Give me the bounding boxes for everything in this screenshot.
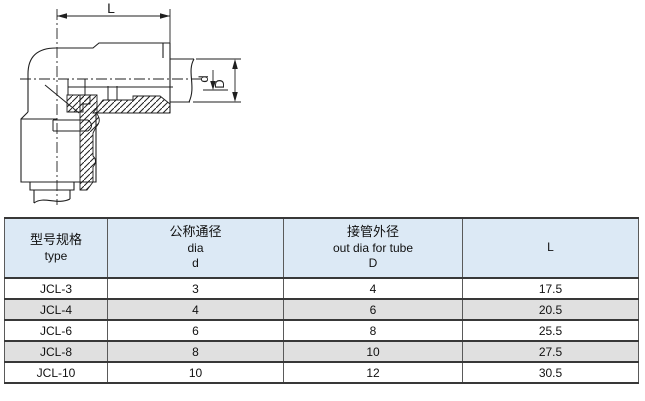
section-hatch <box>66 94 171 191</box>
cell-tube-outer-dia: 10 <box>283 340 463 363</box>
table-row: JCL-3 3 4 17.5 <box>4 277 639 300</box>
cell-nominal-dia: 8 <box>107 340 284 363</box>
cell-length: 30.5 <box>462 361 639 384</box>
header-tube-outer-dia: 接管外径 out dia for tube D <box>283 217 463 279</box>
header-length-sym: L <box>547 240 554 255</box>
cell-model: JCL-4 <box>4 298 108 321</box>
cell-tube-outer-dia: 4 <box>283 277 463 300</box>
header-row: 型号规格 type 公称通径 dia d 接管外径 out dia for tu… <box>4 217 639 279</box>
table-row: JCL-10 10 12 30.5 <box>4 361 639 384</box>
cell-length: 27.5 <box>462 340 639 363</box>
table-row: JCL-8 8 10 27.5 <box>4 340 639 363</box>
cell-model: JCL-8 <box>4 340 108 363</box>
cell-model: JCL-3 <box>4 277 108 300</box>
cell-nominal-dia: 3 <box>107 277 284 300</box>
header-nominal-dia: 公称通径 dia d <box>107 217 284 279</box>
technical-drawing: L d D <box>20 0 241 205</box>
arrowhead-down <box>232 92 238 102</box>
header-nominal-dia-sym: d <box>192 256 199 271</box>
header-length: L <box>462 217 639 279</box>
arrowhead-right <box>160 13 170 19</box>
cell-nominal-dia: 4 <box>107 298 284 321</box>
dim-label-length: L <box>107 0 115 16</box>
header-nominal-dia-en: dia <box>187 240 204 255</box>
table-row: JCL-6 6 8 25.5 <box>4 319 639 342</box>
bottom-tube <box>29 182 75 204</box>
right-tube <box>170 58 195 103</box>
header-tube-outer-dia-zh: 接管外径 <box>346 223 399 239</box>
arrowhead-up <box>232 59 238 69</box>
header-type-en: type <box>44 248 68 263</box>
cell-nominal-dia: 6 <box>107 319 284 342</box>
dimension-L <box>57 9 171 45</box>
table-row: JCL-4 4 6 20.5 <box>4 298 639 321</box>
cell-length: 17.5 <box>462 277 639 300</box>
cell-model: JCL-10 <box>4 361 108 384</box>
header-tube-outer-dia-en: out dia for tube <box>332 240 414 255</box>
cell-nominal-dia: 10 <box>107 361 284 384</box>
cell-tube-outer-dia: 6 <box>283 298 463 321</box>
arrowhead-left <box>57 13 67 19</box>
cell-model: JCL-6 <box>4 319 108 342</box>
dim-label-outer-dia: D <box>212 79 227 88</box>
header-type-zh: 型号规格 <box>29 231 82 247</box>
header-tube-outer-dia-sym: D <box>368 256 378 271</box>
header-nominal-dia-zh: 公称通径 <box>169 223 222 239</box>
cell-length: 20.5 <box>462 298 639 321</box>
cell-tube-outer-dia: 12 <box>283 361 463 384</box>
spec-table: 型号规格 type 公称通径 dia d 接管外径 out dia for tu… <box>4 217 639 384</box>
dim-label-inner-dia: d <box>196 75 211 82</box>
cell-tube-outer-dia: 8 <box>283 319 463 342</box>
arrowhead-d <box>210 81 216 90</box>
cell-length: 25.5 <box>462 319 639 342</box>
header-type: 型号规格 type <box>4 217 108 279</box>
